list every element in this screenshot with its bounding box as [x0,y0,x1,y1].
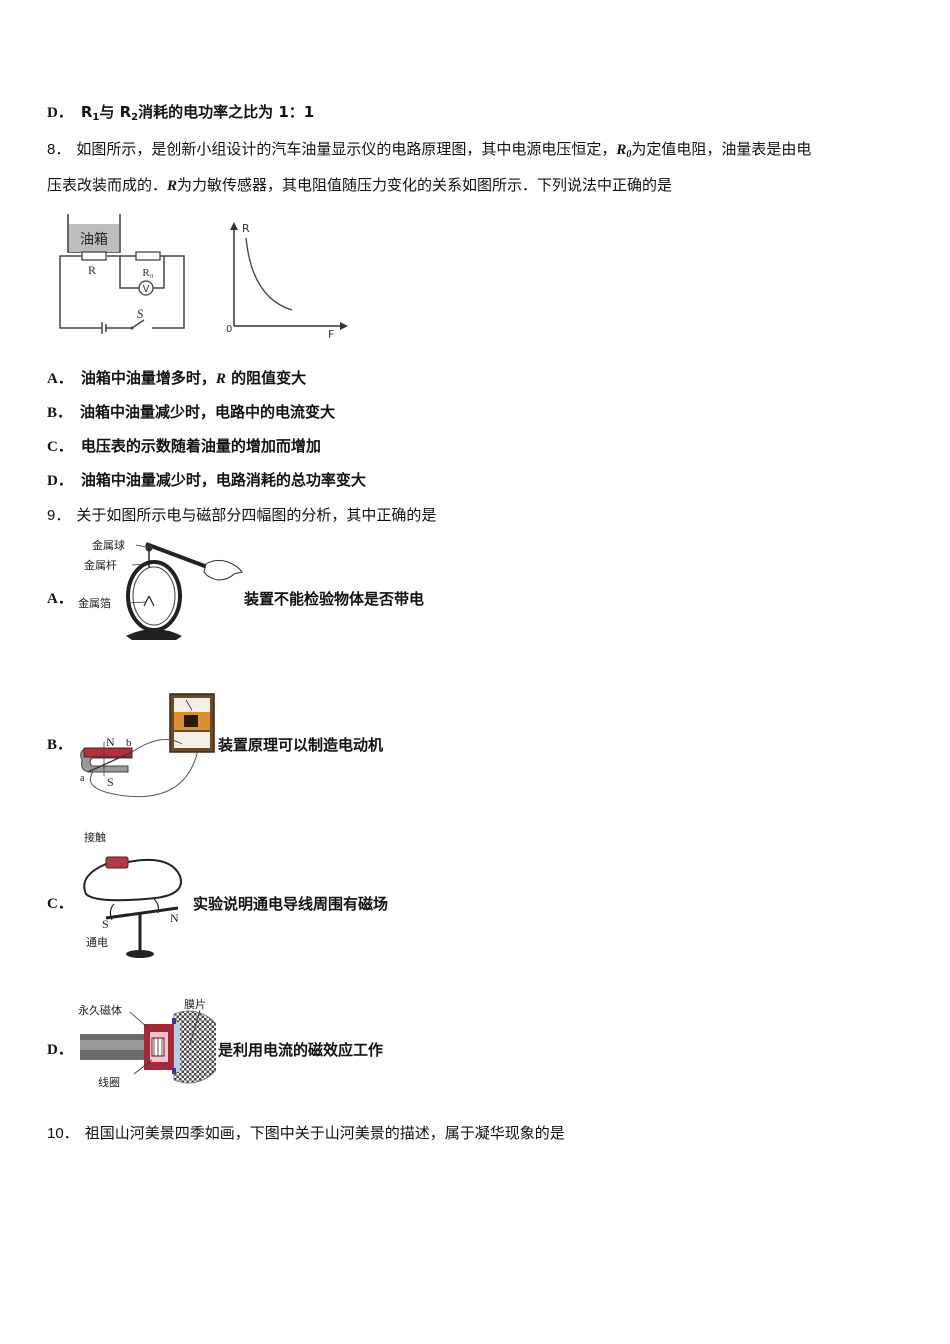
q8-option-d[interactable]: D．油箱中油量减少时，电路消耗的总功率变大 [47,471,366,489]
metal-ball-label: 金属球 [92,538,125,552]
q8-circuit-figure: 油箱 R R₀ V S [52,210,192,335]
resistor-r-label: R [88,263,96,277]
q10-stem: 10．祖国山河美景四季如画，下图中关于山河美景的描述，属于凝华现象的是 [47,1124,565,1142]
q9-option-c-text[interactable]: 实验说明通电导线周围有磁场 [193,895,389,913]
q9-option-a-label[interactable]: A． [47,591,73,607]
q8-stem-line1: 8．如图所示，是创新小组设计的汽车油量显示仪的电路原理图，其中电源电压恒定，R0… [47,140,812,160]
y-axis-label: R [242,222,250,235]
option-label: D． [47,105,73,121]
south-pole-label: S [102,917,109,931]
q9-option-a-text[interactable]: 装置不能检验物体是否带电 [244,590,425,608]
q9-option-b-label[interactable]: B． [47,737,73,753]
prev-option-d: D．R1与 R2消耗的电功率之比为 1：1 [47,103,315,123]
origin-label: 0 [226,324,232,335]
q8-option-c[interactable]: C．电压表的示数随着油量的增加而增加 [47,437,321,455]
north-pole-label: N [106,735,115,749]
q9-stem: 9．关于如图所示电与磁部分四幅图的分析，其中正确的是 [47,506,437,524]
q8-stem-line2: 压表改装而成的．R为力敏传感器，其电阻值随压力变化的关系如图所示．下列说法中正确… [47,176,673,194]
north-pole-label: N [170,911,179,925]
question-number: 9． [47,507,71,524]
permanent-magnet-label: 永久磁体 [78,1003,122,1017]
metal-foil-label: 金属箔 [78,596,111,610]
south-pole-label: S [107,775,114,789]
current-on-label: 通电 [86,936,108,949]
electroscope-figure: 金属球 金属杆 金属箔 [74,534,244,642]
contact-label: 接触 [84,830,106,844]
switch-label: S [137,306,144,321]
q8-option-b[interactable]: B．油箱中油量减少时，电路中的电流变大 [47,403,336,421]
q9-option-d-label[interactable]: D． [47,1042,73,1058]
coil-label: 线圈 [98,1075,120,1089]
metal-rod-label: 金属杆 [84,558,117,572]
question-number: 8． [47,141,71,158]
voltmeter-icon: V [143,284,150,295]
microphone-figure: 永久磁体 膜片 线圈 [74,988,216,1094]
galvanometer-figure: N b a S [74,668,219,800]
q9-option-d-text[interactable]: 是利用电流的磁效应工作 [218,1041,384,1059]
oersted-figure: 接触 S N 通电 [74,824,192,960]
diaphragm-label: 膜片 [184,998,206,1011]
q8-rf-graph: R F 0 [222,218,352,338]
tank-label: 油箱 [80,232,108,248]
wire-a-label: a [80,773,85,784]
q9-option-b-text[interactable]: 装置原理可以制造电动机 [218,736,384,754]
question-number: 10． [47,1125,79,1142]
wire-b-label: b [126,737,132,749]
x-axis-label: F [328,328,334,338]
q8-option-a[interactable]: A．油箱中油量增多时，R 的阻值变大 [47,369,307,387]
resistor-r0-label: R₀ [142,267,153,279]
q9-option-c-label[interactable]: C． [47,896,73,912]
